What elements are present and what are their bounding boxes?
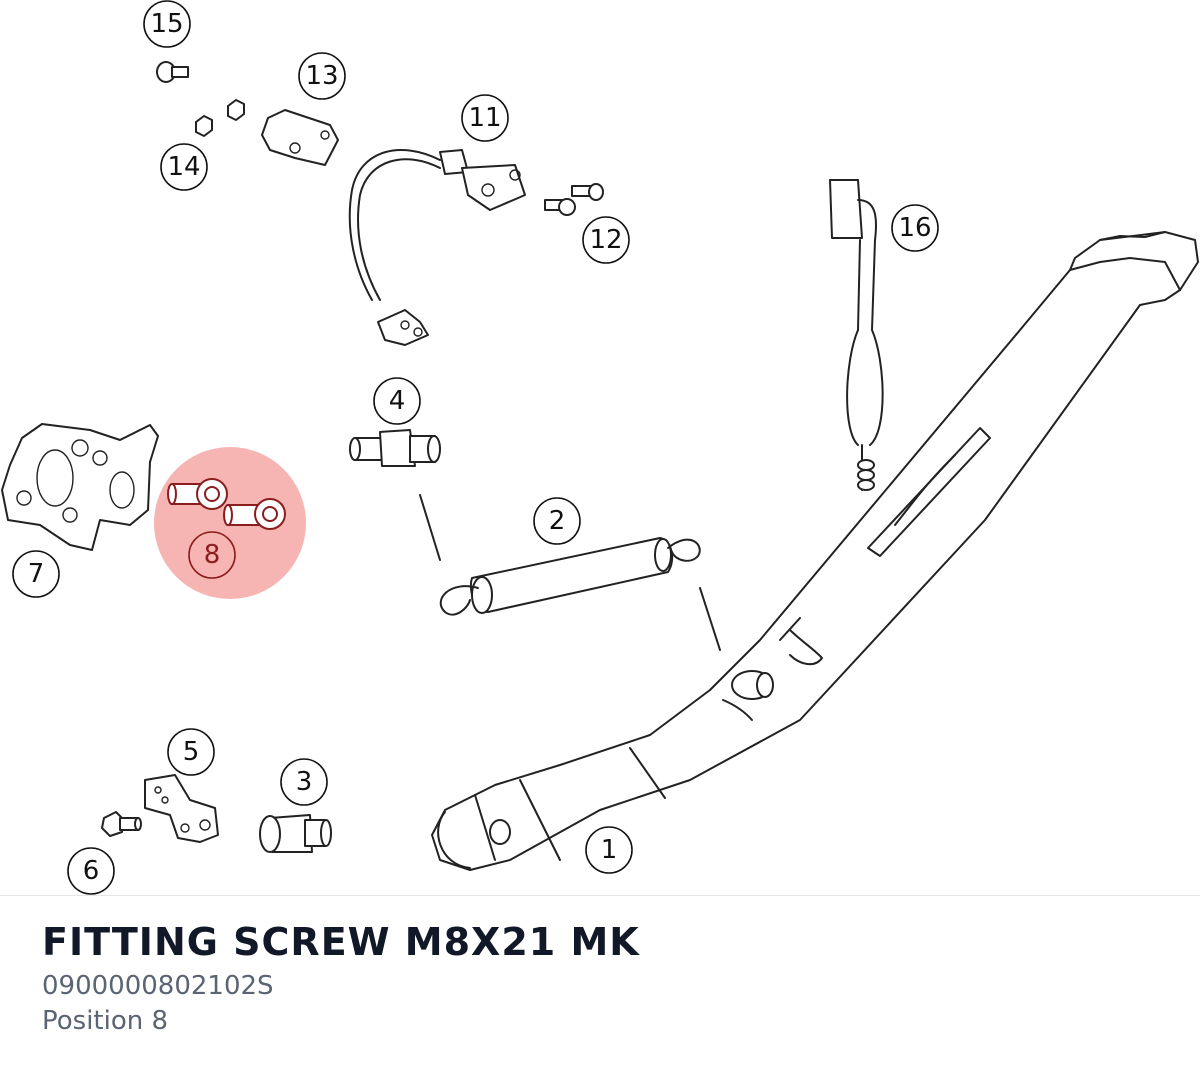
callout-label: 11	[468, 103, 501, 133]
callout-1[interactable]: 1	[585, 826, 633, 874]
callout-label: 13	[305, 61, 338, 91]
callout-6[interactable]: 6	[67, 847, 115, 895]
callout-5[interactable]: 5	[167, 728, 215, 776]
part-nuts[interactable]	[195, 99, 245, 137]
part-small-screws[interactable]	[544, 183, 604, 216]
callout-13[interactable]: 13	[298, 52, 346, 100]
part-bracket[interactable]	[144, 774, 219, 843]
part-sensor-cable[interactable]	[348, 149, 526, 346]
callout-16[interactable]: 16	[891, 204, 939, 252]
part-screw[interactable]	[101, 811, 142, 837]
callout-label: 6	[83, 856, 100, 886]
part-bushing[interactable]	[259, 814, 332, 853]
callout-11[interactable]: 11	[461, 94, 509, 142]
part-switch[interactable]	[349, 429, 441, 467]
callout-label: 3	[296, 767, 313, 797]
callout-label: 14	[167, 152, 200, 182]
callout-label: 16	[898, 213, 931, 243]
exploded-parts-diagram: 1 2 3 4 5 6 7 8 11 12 13 14 15 16	[1, 0, 1199, 895]
callout-8[interactable]: 8	[188, 531, 236, 579]
callout-label: 12	[589, 225, 622, 255]
callout-label: 2	[549, 506, 566, 536]
part-side-stand[interactable]	[431, 231, 1199, 871]
callout-12[interactable]: 12	[582, 216, 630, 264]
divider	[0, 895, 1200, 896]
callout-label: 4	[389, 386, 406, 416]
callout-label: 8	[204, 540, 221, 570]
part-fitting-screws[interactable]	[167, 478, 286, 530]
callout-label: 15	[150, 9, 183, 39]
part-spring[interactable]	[419, 494, 721, 651]
callout-3[interactable]: 3	[280, 758, 328, 806]
part-title: FITTING SCREW M8X21 MK	[42, 920, 640, 964]
callout-label: 7	[28, 559, 45, 589]
part-cable-switch[interactable]	[829, 179, 884, 491]
part-mounting-plate[interactable]	[1, 423, 159, 551]
callout-label: 1	[601, 835, 618, 865]
part-switch-holder[interactable]	[261, 109, 339, 166]
callout-label: 5	[183, 737, 200, 767]
callout-7[interactable]: 7	[12, 550, 60, 598]
callout-15[interactable]: 15	[143, 0, 191, 48]
callout-4[interactable]: 4	[373, 377, 421, 425]
callout-14[interactable]: 14	[160, 143, 208, 191]
part-position: Position 8	[42, 1006, 169, 1036]
part-bolt[interactable]	[156, 61, 189, 83]
part-number: 0900000802102S	[42, 971, 274, 1001]
callout-2[interactable]: 2	[533, 497, 581, 545]
